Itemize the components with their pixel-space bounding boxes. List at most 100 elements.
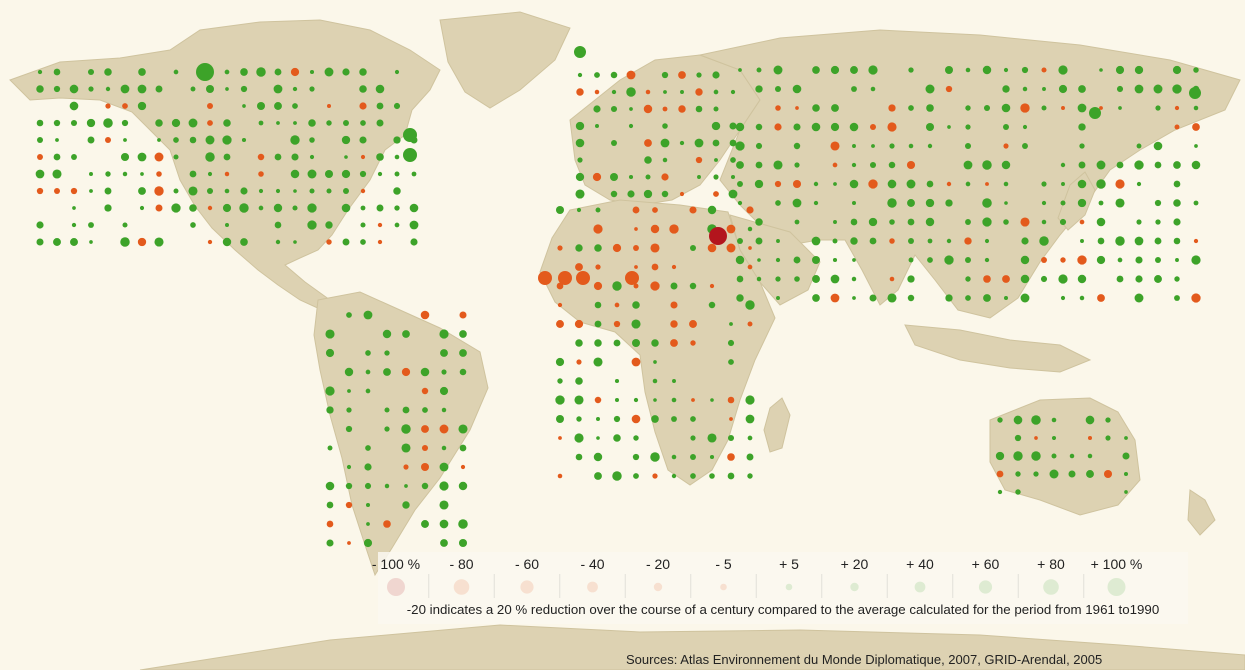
map-dot [324,67,334,77]
map-dot [1122,452,1130,460]
map-dot [1058,65,1068,75]
map-dot [887,198,897,208]
map-dot [868,65,878,75]
map-dot [439,481,449,491]
map-dot [557,378,563,384]
map-dot [610,105,618,113]
map-dot [811,255,821,265]
map-dot [593,452,603,462]
landmass-new-zealand [1187,489,1216,536]
map-dot [105,103,111,109]
map-dot [1136,181,1142,187]
map-dot [671,416,677,422]
map-dot [738,68,742,72]
map-dot [1041,67,1047,73]
map-dot [595,264,601,270]
map-dot [983,294,991,302]
map-dot [727,339,735,347]
map-dot [1061,182,1065,186]
legend-label: - 60 [514,556,540,572]
map-dot [293,240,297,244]
map-dot [1003,124,1009,130]
map-dot-large [558,271,572,285]
map-dot [52,169,62,179]
map-dot [712,71,720,79]
map-dot [813,181,819,187]
map-dot [691,398,695,402]
map-dot [907,218,915,226]
map-dot [632,206,640,214]
map-dot [207,171,213,177]
map-dot [945,85,953,93]
map-dot [1020,255,1030,265]
map-dot [926,180,934,188]
map-dot [1039,236,1049,246]
map-dot [54,188,60,194]
map-dot [594,472,602,480]
map-dot [755,161,763,169]
map-dot [1060,200,1066,206]
map-dot [747,226,753,232]
map-dot [596,436,600,440]
map-dot [188,118,198,128]
map-dot [927,143,933,149]
map-dot [575,453,583,461]
map-dot [773,65,783,75]
map-dot [1134,236,1144,246]
map-dot [680,90,684,94]
map-dot [996,470,1004,478]
map-dot [869,123,877,131]
map-dot [224,69,230,75]
map-dot [1096,217,1106,227]
map-dot [375,84,385,94]
map-dot [575,244,583,252]
map-dot [274,153,282,161]
map-dot [634,227,638,231]
map-dot [1021,66,1029,74]
map-dot [713,191,719,197]
map-dot [1175,258,1179,262]
map-dot [1096,255,1106,265]
map-dot [695,88,703,96]
map-dot [205,152,215,162]
map-dot [205,84,215,94]
map-dot [439,519,449,529]
map-dot [670,301,678,309]
map-dot [747,321,753,327]
map-dot [887,122,897,132]
map-dot [224,222,230,228]
map-dot [755,218,763,226]
map-dot [946,238,952,244]
map-dot [1097,294,1105,302]
map-dot [747,435,753,441]
map-dot [154,237,164,247]
map-dot [189,170,197,178]
map-dot [944,255,954,265]
map-dot [889,276,895,282]
map-dot [1003,295,1009,301]
map-dot [869,161,877,169]
map-dot [1173,161,1181,169]
map-dot [557,473,563,479]
map-dot [458,538,468,548]
map-dot [440,349,448,357]
map-dot [713,106,719,112]
map-dot [290,135,300,145]
map-dot [756,67,762,73]
map-dot [851,276,857,282]
map-dot [1022,124,1028,130]
map-dot [697,175,701,179]
map-dot [735,255,745,265]
map-dot [365,388,371,394]
map-dot [360,154,366,160]
map-dot [384,426,390,432]
map-dot [644,139,652,147]
map-dot [650,281,660,291]
map-dot [728,359,734,365]
map-dot [558,436,562,440]
map-dot [812,104,820,112]
map-dot [341,169,351,179]
map-dot [290,169,300,179]
map-dot [965,219,971,225]
map-dot [89,172,93,176]
